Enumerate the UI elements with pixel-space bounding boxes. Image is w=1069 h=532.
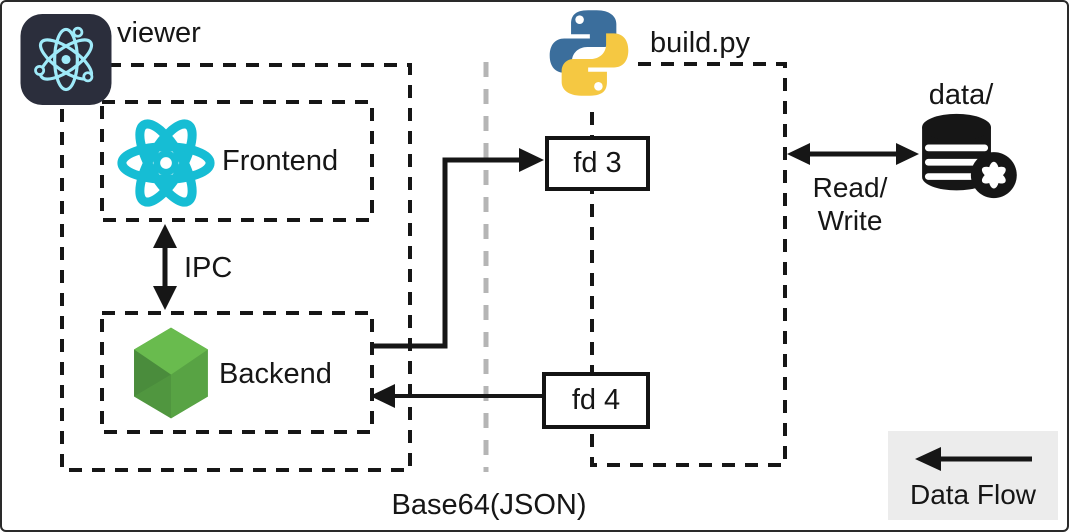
- data-flow-label: Data Flow: [909, 478, 1037, 510]
- fd4-box: fd 4: [542, 372, 650, 429]
- frontend-label: Frontend: [222, 145, 339, 177]
- read-write-label: Read/ Write: [795, 171, 905, 237]
- python-logo: [549, 10, 629, 96]
- python-icon: [542, 4, 636, 102]
- protocol-label: Base64(JSON): [391, 489, 587, 521]
- ipc-arrow: [153, 224, 177, 310]
- react-icon: [117, 119, 215, 207]
- backend-label: Backend: [219, 358, 332, 390]
- buildpy-title: build.py: [650, 27, 750, 59]
- data-flow-legend: Data Flow: [888, 431, 1058, 520]
- electron-icon: [20, 14, 112, 105]
- backend-box: [100, 311, 374, 434]
- nodejs-icon: [134, 327, 208, 419]
- read-write-line1: Read/: [812, 172, 888, 203]
- frontend-box: [100, 100, 374, 222]
- data-flow-arrow: [915, 446, 1032, 471]
- database-icon: [922, 113, 1017, 199]
- fd4-to-backend-arrow: [370, 384, 542, 408]
- viewer-title: viewer: [117, 17, 201, 49]
- data-dir-title: data/: [928, 79, 994, 111]
- fd4-label: fd 4: [571, 384, 621, 416]
- read-write-line2: Write: [817, 205, 883, 236]
- fd3-label: fd 3: [573, 147, 622, 179]
- fd3-box: fd 3: [545, 136, 650, 191]
- buildpy-process-box: [590, 62, 787, 467]
- read-write-arrow: [787, 143, 919, 165]
- backend-to-fd3-arrow: [372, 148, 544, 349]
- ipc-label: IPC: [184, 252, 233, 284]
- viewer-process-box: [60, 63, 412, 472]
